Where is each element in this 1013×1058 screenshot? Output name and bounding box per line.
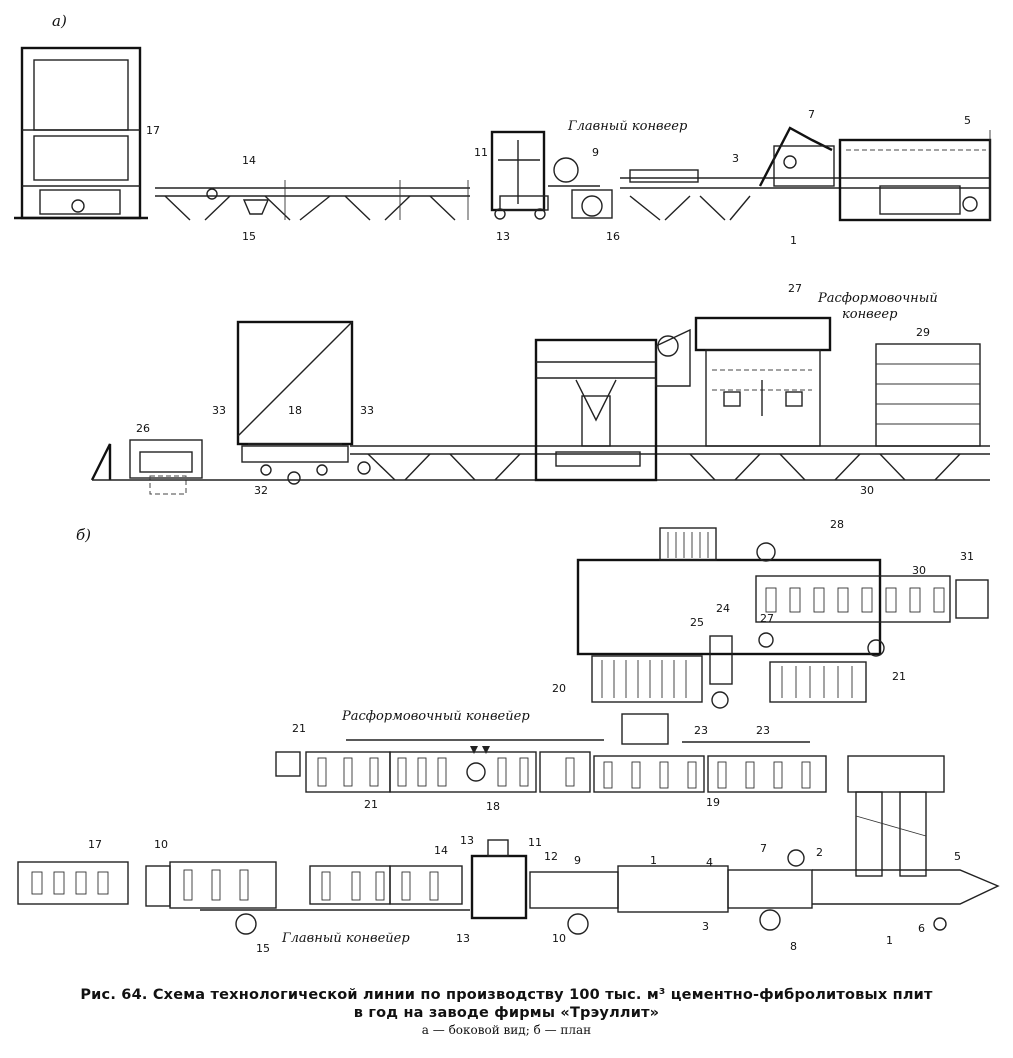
- label-4: 4: [706, 856, 713, 869]
- stacking-frame-17: [14, 46, 148, 220]
- label-32: 32: [254, 484, 268, 497]
- label-13: 13: [496, 230, 510, 243]
- label-1-top: 1: [650, 854, 657, 867]
- figure-caption: Рис. 64. Схема технологической линии по …: [0, 986, 1013, 1038]
- caption-line-2: в год на заводе фирмы «Трэуллит»: [353, 1005, 660, 1021]
- label-19: 19: [706, 796, 720, 809]
- plan-demold-area: [591, 632, 885, 745]
- press-unit: [534, 335, 679, 482]
- label-11: 11: [474, 146, 488, 159]
- label-21-top: 21: [292, 722, 306, 735]
- label-7-plan: 7: [760, 842, 767, 855]
- side-view-bottom: 26 33 33 18 32 27 29 30 Расформовочный к…: [90, 282, 990, 497]
- label-16: 16: [606, 230, 620, 243]
- label-18: 18: [288, 404, 302, 417]
- plan-conveyor-30: [755, 575, 989, 623]
- demolding-unit-27: [655, 316, 832, 447]
- label-20: 20: [552, 682, 566, 695]
- label-33-right: 33: [360, 404, 374, 417]
- roller-conveyor-14: [155, 180, 470, 221]
- demold-conveyor-label-b: Расформовочный конвейер: [341, 709, 530, 724]
- label-1-bottom: 1: [886, 934, 893, 947]
- label-15: 15: [242, 230, 256, 243]
- label-28: 28: [830, 518, 844, 531]
- label-17-plan: 17: [88, 838, 102, 851]
- main-conveyor-label-b: Главный конвейер: [281, 931, 410, 946]
- unit-26: [90, 439, 203, 495]
- label-10-bottom: 10: [552, 932, 566, 945]
- label-17: 17: [146, 124, 160, 137]
- label-9: 9: [592, 146, 599, 159]
- caption-line-1: Рис. 64. Схема технологической линии по …: [80, 987, 933, 1003]
- forming-machine-11: [490, 130, 613, 220]
- plan-demold-conveyor-19: [275, 739, 827, 793]
- demold-conveyor-label-a2: конвеер: [842, 307, 898, 322]
- label-26: 26: [136, 422, 150, 435]
- label-30-plan: 30: [912, 564, 926, 577]
- label-14-plan: 14: [434, 844, 448, 857]
- label-1: 1: [790, 234, 797, 247]
- plan-view: б): [17, 518, 1000, 955]
- label-10: 10: [154, 838, 168, 851]
- demold-conveyor-label-a1: Расформовочный: [817, 291, 938, 306]
- label-8: 8: [790, 940, 797, 953]
- label-6: 6: [918, 922, 925, 935]
- label-21-mid: 21: [364, 798, 378, 811]
- label-33-left: 33: [212, 404, 226, 417]
- label-3-plan: 3: [702, 920, 709, 933]
- label-12: 12: [544, 850, 558, 863]
- plan-main-conveyor: [17, 839, 1000, 935]
- label-23-left: 23: [694, 724, 708, 737]
- label-2: 2: [816, 846, 823, 859]
- plan-building: [576, 527, 882, 656]
- label-5: 5: [964, 114, 971, 127]
- label-31: 31: [960, 550, 974, 563]
- hardening-frame-18: [236, 320, 354, 485]
- side-view-top: а): [14, 12, 992, 247]
- label-30: 30: [860, 484, 874, 497]
- label-27-plan: 27: [760, 612, 774, 625]
- label-18-plan: 18: [486, 800, 500, 813]
- section-b-label: б): [76, 526, 91, 544]
- label-24: 24: [716, 602, 730, 615]
- label-13-bottom: 13: [456, 932, 470, 945]
- section-a-label: а): [52, 12, 67, 30]
- main-conveyor-label-a: Главный конвеер: [567, 119, 688, 134]
- stack-29: [875, 343, 981, 447]
- label-25: 25: [690, 616, 704, 629]
- label-15-plan: 15: [256, 942, 270, 955]
- label-13-top: 13: [460, 834, 474, 847]
- main-conveyor-side: [620, 126, 992, 222]
- label-3: 3: [732, 152, 739, 165]
- label-21-right: 21: [892, 670, 906, 683]
- label-23-right: 23: [756, 724, 770, 737]
- label-9-plan: 9: [574, 854, 581, 867]
- label-7: 7: [808, 108, 815, 121]
- label-5-plan: 5: [954, 850, 961, 863]
- label-27: 27: [788, 282, 802, 295]
- label-11-plan: 11: [528, 836, 542, 849]
- caption-line-3: а — боковой вид; б — план: [421, 1023, 592, 1037]
- label-14: 14: [242, 154, 256, 167]
- label-29: 29: [916, 326, 930, 339]
- plan-transfer-conveyor: [847, 755, 945, 877]
